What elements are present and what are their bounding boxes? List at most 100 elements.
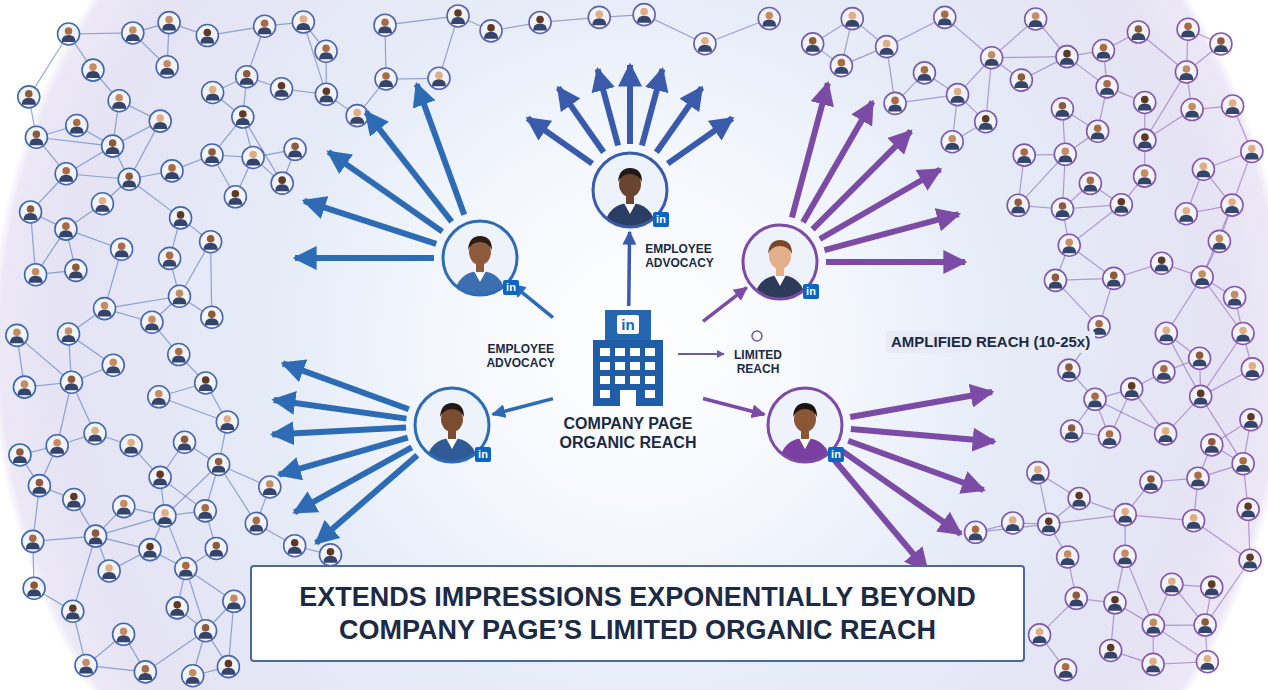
drawing-part	[1239, 549, 1261, 571]
drawing-part	[1127, 21, 1149, 43]
drawing-part	[13, 456, 27, 463]
amplified-reach-label: AMPLIFIED REACH (10-25x)	[886, 331, 1095, 353]
network-person	[588, 6, 610, 28]
drawing-part	[346, 105, 368, 127]
drawing-part	[225, 660, 233, 668]
drawing-part	[170, 609, 184, 616]
drawing-part	[1155, 264, 1169, 271]
drawing-part	[288, 150, 302, 157]
network-person	[232, 106, 254, 128]
drawing-part	[208, 454, 230, 476]
drawing-part	[799, 438, 811, 449]
network-person	[20, 201, 42, 223]
drawing-part	[65, 327, 73, 335]
drawing-part	[965, 521, 987, 543]
fan-arrows	[272, 65, 994, 571]
drawing-part	[62, 35, 76, 42]
drawing-part	[1244, 421, 1258, 428]
network-person	[1155, 322, 1177, 344]
drawing-part	[1146, 665, 1160, 672]
drawing-part	[834, 67, 848, 74]
drawing-part	[20, 201, 42, 223]
drawing-part	[645, 390, 655, 398]
drawing-part	[1196, 352, 1204, 360]
network-person	[149, 466, 171, 488]
drawing-part	[1155, 322, 1177, 344]
network-person	[1038, 513, 1060, 535]
drawing-part	[120, 627, 128, 635]
drawing-part	[1118, 557, 1132, 564]
linkedin-badge: in	[828, 447, 844, 462]
drawing-part	[212, 542, 220, 550]
drawing-part	[1175, 203, 1197, 225]
network-person	[166, 597, 188, 619]
fan-arrow	[558, 88, 603, 153]
drawing-part	[1208, 230, 1230, 252]
drawing-part	[593, 340, 663, 406]
drawing-part	[158, 517, 172, 524]
drawing-part	[1065, 238, 1073, 246]
network-person	[292, 11, 314, 33]
network-person	[346, 105, 368, 127]
drawing-part	[1062, 663, 1070, 671]
drawing-part	[1201, 576, 1223, 598]
network-person	[22, 530, 44, 552]
drawing-part	[70, 493, 78, 501]
drawing-part	[1204, 655, 1212, 663]
drawing-part	[1072, 499, 1086, 506]
drawing-part	[72, 264, 80, 272]
network-person	[1142, 614, 1164, 636]
drawing-part	[113, 496, 135, 518]
drawing-part	[1153, 361, 1175, 383]
drawing-part	[1141, 96, 1149, 104]
caption-box: EXTENDS IMPRESSIONS EXPONENTIALLY BEYOND…	[250, 565, 1025, 662]
drawing-part	[1192, 158, 1214, 180]
fan-arrow	[274, 400, 407, 419]
drawing-part	[29, 535, 37, 543]
network-person	[154, 505, 176, 527]
network-person	[1196, 651, 1218, 673]
drawing-part	[1240, 409, 1262, 431]
drawing-part	[1110, 272, 1118, 280]
drawing-part	[379, 80, 393, 87]
drawing-part	[168, 285, 190, 307]
drawing-part	[204, 29, 212, 37]
network-person	[1029, 624, 1051, 646]
drawing-part	[1033, 636, 1047, 643]
drawing-part	[1128, 382, 1136, 390]
drawing-part	[1181, 30, 1195, 37]
drawing-part	[985, 59, 999, 66]
drawing-part	[139, 539, 161, 561]
drawing-part	[1054, 143, 1076, 165]
drawing-part	[1048, 281, 1062, 288]
network-person	[120, 434, 142, 456]
network-person	[480, 20, 502, 42]
network-person	[25, 126, 47, 148]
fan-arrow	[627, 65, 633, 144]
drawing-part	[69, 271, 83, 278]
drawing-part	[1065, 587, 1087, 609]
network-person	[196, 25, 218, 47]
drawing-part	[85, 525, 107, 547]
drawing-part	[221, 668, 235, 675]
drawing-part	[201, 306, 223, 328]
drawing-part	[1189, 347, 1211, 369]
caption-text: EXTENDS IMPRESSIONS EXPONENTIALLY BEYOND…	[266, 581, 1009, 646]
drawing-part	[1096, 76, 1118, 98]
network-person	[1025, 8, 1047, 30]
drawing-part	[1160, 365, 1168, 373]
drawing-part	[1114, 206, 1128, 213]
drawing-part	[315, 83, 337, 105]
drawing-part	[163, 60, 171, 68]
drawing-part	[102, 572, 116, 579]
drawing-part	[1225, 206, 1239, 213]
network-person	[1057, 546, 1079, 568]
drawing-part	[1034, 466, 1042, 474]
fan-arrow	[835, 460, 928, 570]
drawing-part	[108, 90, 130, 112]
network-person	[1065, 587, 1087, 609]
people-network	[6, 4, 1263, 687]
advocacy-arrow	[493, 399, 553, 415]
drawing-part	[1065, 363, 1073, 371]
drawing-part	[762, 20, 776, 27]
